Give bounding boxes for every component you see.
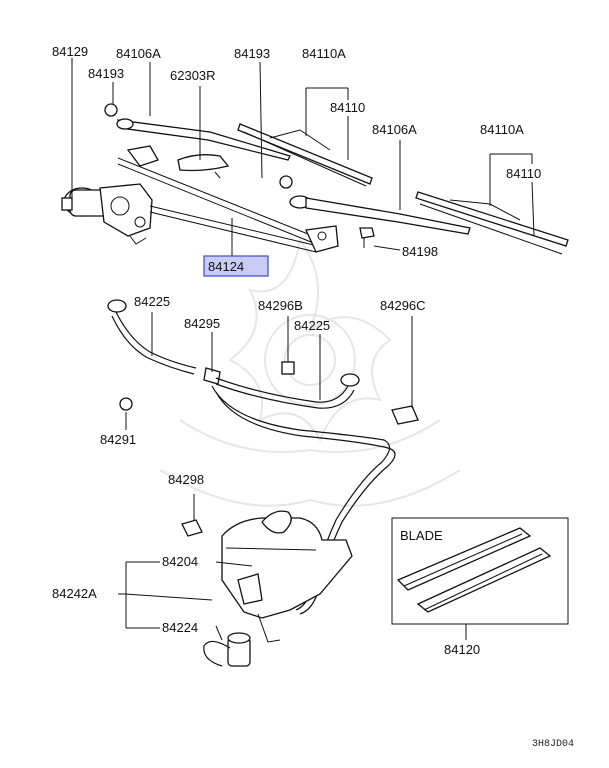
label-84224[interactable]: 84224 (162, 620, 198, 635)
blade-left (237, 123, 373, 187)
upper-leader-lines (71, 58, 535, 262)
label-84242A[interactable]: 84242A (52, 586, 97, 601)
diagram-code: 3H8JD04 (532, 739, 574, 750)
label-84295[interactable]: 84295 (184, 316, 220, 331)
label-62303R[interactable]: 62303R (170, 68, 216, 83)
nozzle-84225-left (107, 299, 197, 375)
label-84110-right[interactable]: 84110 (506, 166, 541, 181)
label-84120[interactable]: 84120 (444, 642, 480, 657)
label-84193-left[interactable]: 84193 (88, 66, 124, 81)
reservoir-leader-lines (118, 561, 253, 641)
label-84129[interactable]: 84129 (52, 44, 88, 59)
label-84110A-left[interactable]: 84110A (302, 46, 346, 61)
grommet-84291 (119, 397, 133, 411)
part-labels: 84129 84106A 84193 62303R 84193 84110A 8… (52, 44, 574, 750)
wiper-link-assembly (117, 145, 339, 253)
label-blade-title: BLADE (400, 528, 443, 543)
blade-right (415, 191, 569, 255)
label-84198[interactable]: 84198 (402, 244, 438, 259)
label-84298[interactable]: 84298 (168, 472, 204, 487)
label-84204[interactable]: 84204 (162, 554, 198, 569)
label-84124[interactable]: 84124 (208, 259, 244, 274)
wiper-motor (61, 183, 153, 245)
cowl-cover-62303R (177, 154, 230, 179)
middle-leader-lines (125, 312, 413, 430)
watermark (159, 237, 461, 507)
label-84106A-left[interactable]: 84106A (116, 46, 161, 61)
label-84296B[interactable]: 84296B (258, 298, 303, 313)
label-84291[interactable]: 84291 (100, 432, 136, 447)
wiper-arm-left (104, 103, 291, 161)
bolt-84298 (181, 494, 203, 537)
label-84110-left[interactable]: 84110 (330, 100, 365, 115)
nut-84193 (279, 175, 293, 189)
blade-inset (391, 517, 569, 640)
label-84296C[interactable]: 84296C (380, 298, 426, 313)
label-84225-left[interactable]: 84225 (134, 294, 170, 309)
label-84110A-right[interactable]: 84110A (480, 122, 524, 137)
wiper-arm-right (289, 195, 471, 235)
clip-84296B (281, 361, 295, 375)
label-84193-right[interactable]: 84193 (234, 46, 270, 61)
label-84225-right[interactable]: 84225 (294, 318, 330, 333)
clip-84296C (391, 405, 419, 425)
bolt-84198 (359, 227, 375, 248)
washer-reservoir (221, 510, 353, 643)
label-84106A-right[interactable]: 84106A (372, 122, 417, 137)
highlight-box-84124 (203, 255, 269, 277)
nozzle-84225-right (340, 373, 360, 387)
pump-84224 (203, 632, 251, 667)
joint-84295 (203, 367, 221, 385)
